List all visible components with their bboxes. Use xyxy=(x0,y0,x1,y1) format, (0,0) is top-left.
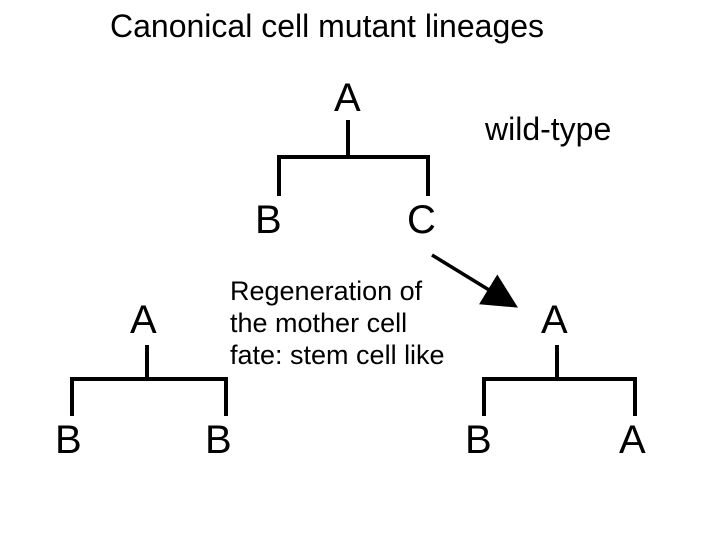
regeneration-arrow xyxy=(431,253,518,308)
mutant-right-parent-label: A xyxy=(541,298,568,342)
mutant-left-parent-label: A xyxy=(130,298,157,342)
mutant-right-tree-lines xyxy=(482,345,637,416)
regeneration-note: Regeneration of the mother cell fate: st… xyxy=(230,275,445,371)
mutant-right-child-a-label: A xyxy=(619,418,646,462)
regeneration-note-line-2: the mother cell xyxy=(230,308,408,338)
mutant-left-tree-lines xyxy=(70,345,228,416)
wild-type-tree-lines xyxy=(277,120,430,196)
wild-type-child-c-label: C xyxy=(407,198,436,242)
wild-type-child-b-label: B xyxy=(255,198,282,242)
wild-type-label: wild-type xyxy=(485,111,612,147)
mutant-left-child-b2-label: B xyxy=(205,418,232,462)
mutant-right-child-b-label: B xyxy=(465,418,492,462)
mutant-left-child-b-label: B xyxy=(55,418,82,462)
regeneration-note-line-3: fate: stem cell like xyxy=(230,340,445,370)
diagram-title: Canonical cell mutant lineages xyxy=(110,8,545,44)
wild-type-parent-label: A xyxy=(334,76,361,120)
regeneration-note-line-1: Regeneration of xyxy=(230,276,423,306)
